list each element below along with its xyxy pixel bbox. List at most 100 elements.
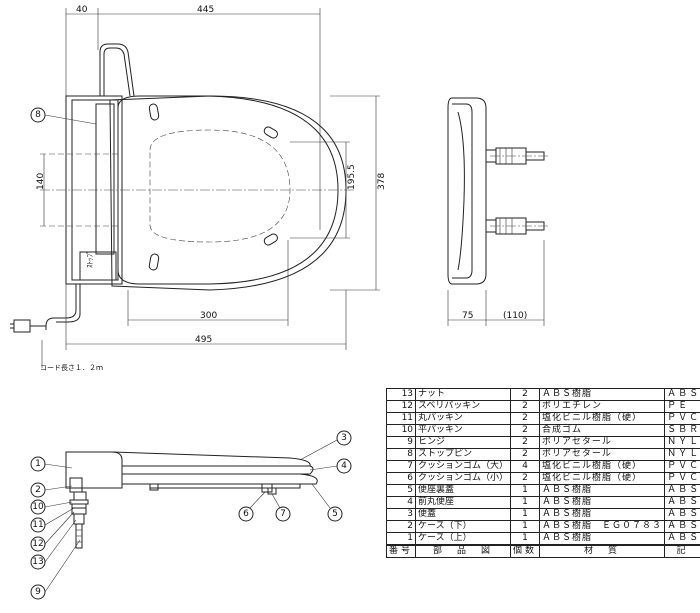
material-cell: ＡＢＳ樹脂 bbox=[539, 508, 666, 521]
part-number-cell: 4 bbox=[385, 496, 417, 509]
part-number-cell: 8 bbox=[385, 448, 417, 461]
svg-text:3: 3 bbox=[341, 433, 347, 443]
top-view: 40 445 ｽﾄｯﾌﾟ 140 195.5 bbox=[10, 5, 387, 372]
callout-3 bbox=[336, 430, 352, 446]
material-cell: 塩化ビニル樹脂（硬） bbox=[539, 460, 666, 473]
part-number-cell: 10 bbox=[385, 424, 417, 437]
material-cell: ＡＢＳ樹脂 ＥＧ０７８３ bbox=[539, 520, 666, 533]
part-number-cell: 5 bbox=[385, 484, 417, 497]
part-number-cell: 3 bbox=[385, 508, 417, 521]
part-number-cell: 1 bbox=[385, 532, 417, 546]
material-cell: ポリアセタール bbox=[539, 436, 666, 449]
svg-text:11: 11 bbox=[32, 520, 43, 530]
quantity-cell: 2 bbox=[510, 448, 541, 461]
part-name-cell: ケース（下） bbox=[415, 520, 512, 533]
svg-text:4: 4 bbox=[341, 461, 347, 471]
code-cell: ＰＶＣ bbox=[664, 472, 700, 485]
table-row: 8ストップピン2ポリアセタールＮＹＬＯＮ bbox=[385, 448, 700, 461]
material-cell: ＡＢＳ樹脂 bbox=[539, 532, 666, 546]
quantity-cell: 2 bbox=[510, 472, 541, 485]
header-material: 材 質 bbox=[539, 544, 666, 558]
part-number-cell: 6 bbox=[385, 472, 417, 485]
part-name-cell: ナット bbox=[415, 388, 512, 401]
dim-378: 378 bbox=[377, 173, 387, 190]
material-cell: 合成ゴム bbox=[539, 424, 666, 437]
part-name-cell: ケース（上） bbox=[415, 532, 512, 546]
dim-495: 495 bbox=[195, 335, 212, 345]
code-cell: ＰＶＣ bbox=[664, 412, 700, 425]
part-name-cell: クッションゴム（小） bbox=[415, 472, 512, 485]
part-number-cell: 11 bbox=[385, 412, 417, 425]
material-cell: ポリエチレン bbox=[539, 400, 666, 413]
svg-text:10: 10 bbox=[32, 502, 44, 512]
code-cell: ＮＹＬＯＮ bbox=[664, 436, 700, 449]
header-part-name: 部 品 図 bbox=[415, 544, 512, 558]
quantity-cell: 1 bbox=[510, 508, 541, 521]
side-view: 75 (110) bbox=[447, 97, 550, 326]
part-name-cell: クッションゴム（大） bbox=[415, 460, 512, 473]
dim-445: 445 bbox=[197, 5, 214, 15]
material-cell: ＡＢＳ樹脂 bbox=[539, 484, 666, 497]
code-cell: ＡＢＳ bbox=[664, 532, 700, 546]
quantity-cell: 1 bbox=[510, 484, 541, 497]
svg-text:1: 1 bbox=[35, 459, 41, 469]
part-name-cell: 前丸便座 bbox=[415, 496, 512, 509]
elevation-view: 1 2 10 11 12 13 9 3 4 5 6 7 bbox=[30, 430, 352, 600]
code-cell: ＡＢＳ bbox=[664, 508, 700, 521]
svg-text:9: 9 bbox=[35, 587, 41, 597]
code-cell: ＮＹＬＯＮ bbox=[664, 448, 700, 461]
quantity-cell: 1 bbox=[510, 496, 541, 509]
svg-text:5: 5 bbox=[332, 509, 338, 519]
code-cell: ＡＢＳ bbox=[664, 484, 700, 497]
svg-text:13: 13 bbox=[32, 557, 43, 567]
quantity-cell: 1 bbox=[510, 532, 541, 546]
material-cell: ＡＢＳ樹脂 bbox=[539, 496, 666, 509]
svg-text:7: 7 bbox=[280, 509, 286, 519]
header-quantity: 個数 bbox=[510, 544, 541, 558]
material-cell: 塩化ビニル樹脂（硬） bbox=[539, 472, 666, 485]
quantity-cell: 2 bbox=[510, 436, 541, 449]
part-name-cell: ヒンジ bbox=[415, 436, 512, 449]
svg-text:2: 2 bbox=[35, 485, 41, 495]
part-name-cell: 便座裏蓋 bbox=[415, 484, 512, 497]
part-number-cell: 13 bbox=[385, 388, 417, 401]
callout-7 bbox=[275, 506, 291, 522]
header-code: 記 号 bbox=[664, 544, 700, 558]
quantity-cell: 2 bbox=[510, 424, 541, 437]
table-row: 9ヒンジ2ポリアセタールＮＹＬＯＮ bbox=[385, 436, 700, 449]
svg-text:12: 12 bbox=[32, 539, 43, 549]
part-name-cell: 平パッキン bbox=[415, 424, 512, 437]
code-cell: ＳＢＲ bbox=[664, 424, 700, 437]
dim-195-5: 195.5 bbox=[347, 164, 357, 190]
dim-300: 300 bbox=[200, 311, 217, 321]
part-name-cell: スベリパッキン bbox=[415, 400, 512, 413]
callout-5 bbox=[327, 506, 343, 522]
part-number-cell: 12 bbox=[385, 400, 417, 413]
svg-text:8: 8 bbox=[35, 110, 41, 120]
material-cell: ポリアセタール bbox=[539, 448, 666, 461]
part-name-cell: 便蓋 bbox=[415, 508, 512, 521]
code-cell: ＡＢＳ bbox=[664, 496, 700, 509]
part-name-cell: ストップピン bbox=[415, 448, 512, 461]
dim-75: 75 bbox=[462, 311, 473, 321]
quantity-cell: 1 bbox=[510, 520, 541, 533]
quantity-cell: 2 bbox=[510, 412, 541, 425]
dim-40: 40 bbox=[76, 5, 88, 15]
panel-label: ｽﾄｯﾌﾟ bbox=[86, 251, 94, 269]
code-cell: ＡＢＳ bbox=[664, 388, 700, 401]
quantity-cell: 4 bbox=[510, 460, 541, 473]
cord-length: コード長さ１．２ｍ bbox=[40, 364, 103, 372]
dim-140: 140 bbox=[36, 173, 46, 190]
dim-110: (110) bbox=[503, 311, 527, 321]
